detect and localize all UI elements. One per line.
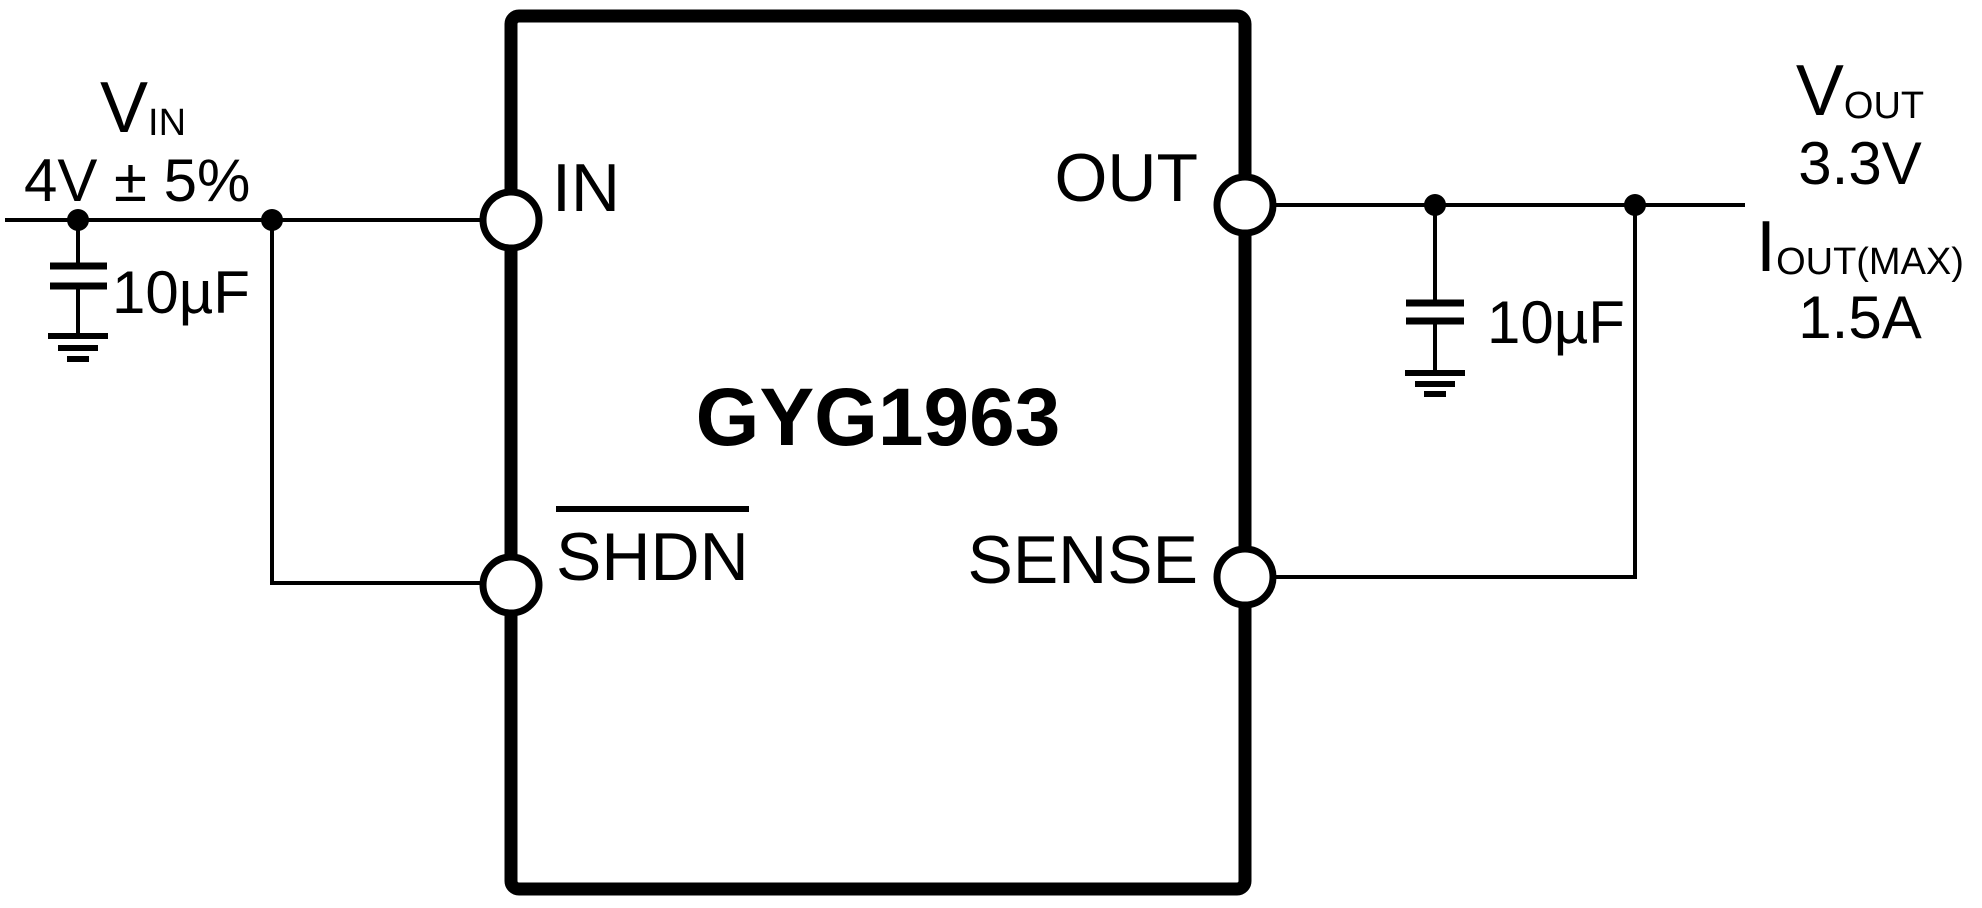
ic-name: GYG1963 xyxy=(695,372,1061,463)
pin-circle-out xyxy=(1213,173,1277,237)
junction-dots xyxy=(67,194,1646,231)
junction-dot xyxy=(1424,194,1446,216)
pin-label-sense: SENSE xyxy=(967,522,1198,598)
wires xyxy=(5,203,1745,585)
pin-circle-shdn xyxy=(479,553,543,617)
ground-icon xyxy=(1405,370,1465,397)
vin-label: VIN xyxy=(100,72,186,144)
vin-symbol: V xyxy=(100,68,149,148)
iout-label: IOUT(MAX) xyxy=(1740,211,1980,283)
iout-value: 1.5A xyxy=(1798,284,1922,351)
vin-value: 4V ± 5% xyxy=(24,147,251,214)
iout-subscript: OUT(MAX) xyxy=(1776,241,1964,283)
ground-icon xyxy=(48,333,108,362)
output-capacitor-icon xyxy=(1406,299,1464,325)
vout-value: 3.3V xyxy=(1798,130,1922,197)
sense-feedback-wire xyxy=(1273,205,1637,579)
pin-circles xyxy=(479,173,1277,617)
shdn-branch-wire xyxy=(270,220,483,585)
pin-label-in: IN xyxy=(552,150,620,226)
junction-dot xyxy=(1624,194,1646,216)
pin-label-shdn: SHDN xyxy=(556,506,749,591)
pin-circle-in xyxy=(479,188,543,252)
ic-box xyxy=(504,9,1252,896)
junction-dot xyxy=(67,209,89,231)
output-cap-value: 10µF xyxy=(1487,289,1625,356)
input-cap-value: 10µF xyxy=(112,259,250,326)
vin-subscript: IN xyxy=(148,102,187,144)
pin-circle-sense xyxy=(1213,545,1277,609)
junction-dot xyxy=(261,209,283,231)
pin-label-out: OUT xyxy=(1054,140,1198,216)
vout-subscript: OUT xyxy=(1843,85,1925,127)
input-capacitor-icon xyxy=(50,262,107,290)
vout-label: VOUT xyxy=(1740,55,1980,127)
shdn-overline: SHDN xyxy=(556,506,749,591)
vout-symbol: V xyxy=(1795,51,1844,131)
iout-symbol: I xyxy=(1756,207,1777,287)
